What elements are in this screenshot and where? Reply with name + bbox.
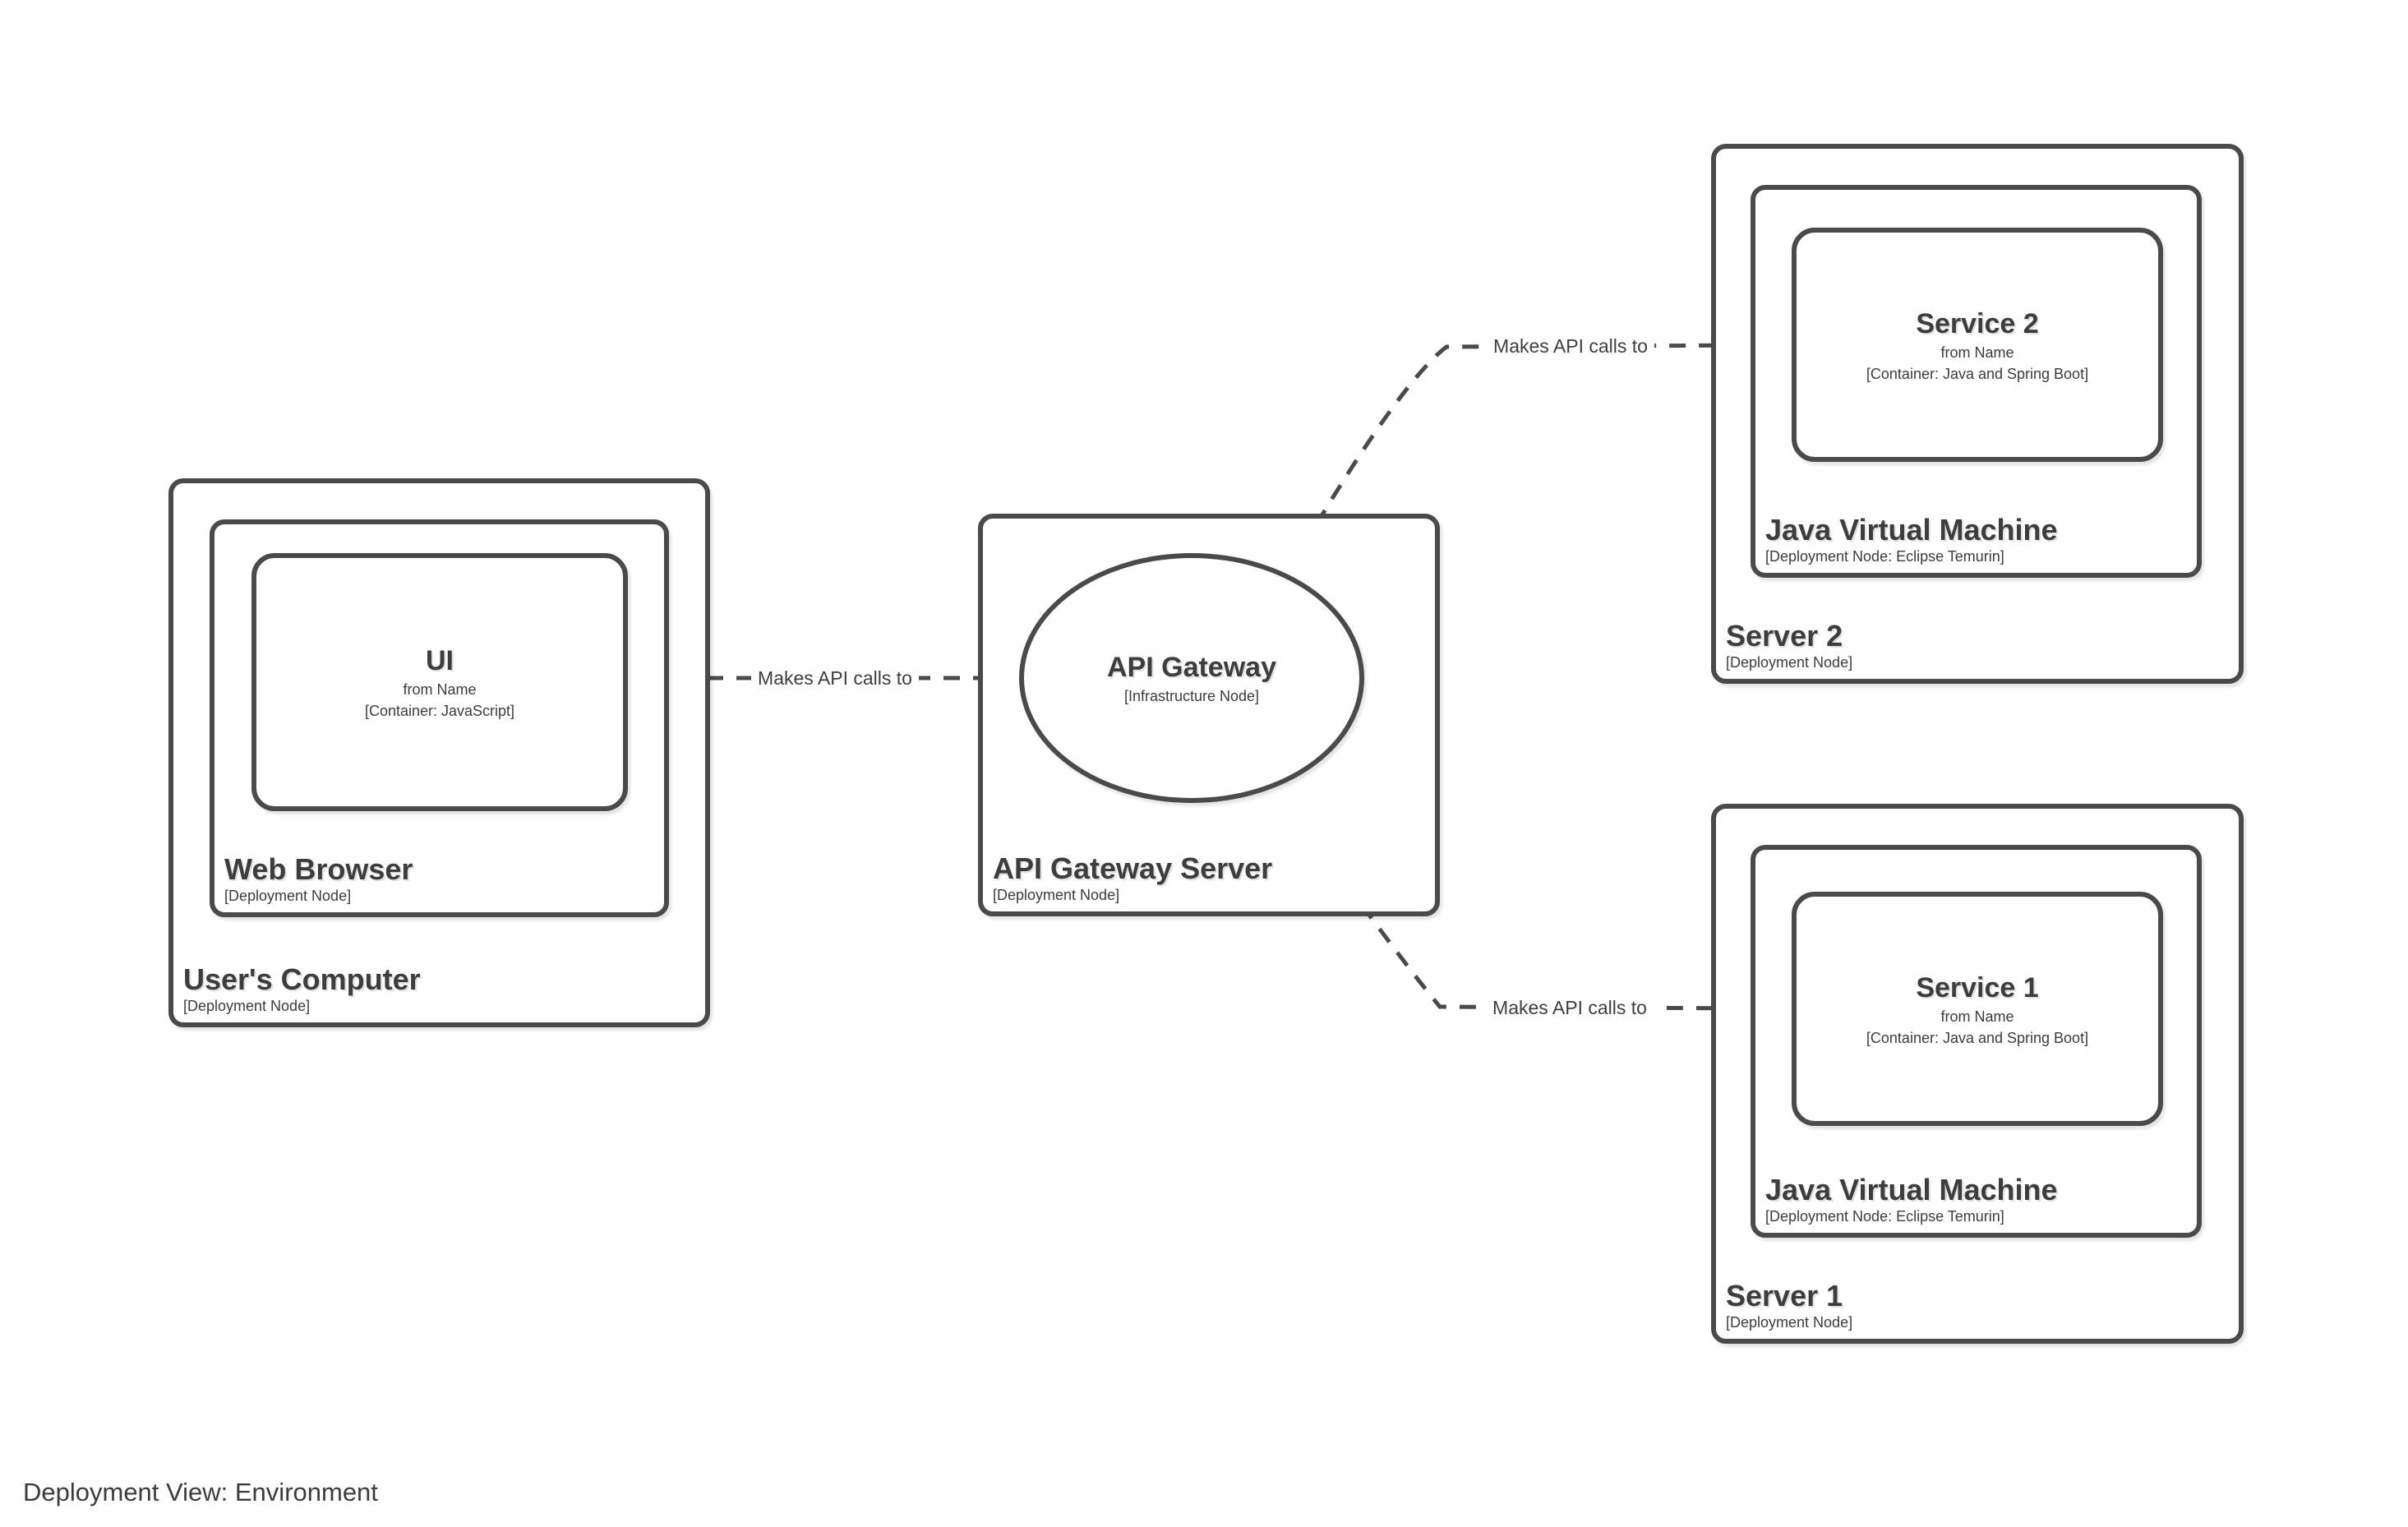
- component-service-2-from: from Name: [1940, 344, 2014, 361]
- infrastructure-node-api-gateway: API Gateway [Infrastructure Node]: [1019, 553, 1364, 803]
- node-users-computer-label: User's Computer [Deployment Node]: [183, 963, 421, 1016]
- node-server-1-meta: [Deployment Node]: [1726, 1314, 1853, 1331]
- component-ui-meta: [Container: JavaScript]: [364, 703, 515, 719]
- node-api-gateway-server-label: API Gateway Server [Deployment Node]: [993, 852, 1272, 905]
- component-service-1: Service 1 from Name [Container: Java and…: [1792, 892, 2163, 1126]
- node-server-1-label: Server 1 [Deployment Node]: [1726, 1280, 1852, 1332]
- component-ui-from: from Name: [403, 681, 477, 698]
- component-ui: UI from Name [Container: JavaScript]: [251, 553, 628, 811]
- node-api-gateway-server-name: API Gateway Server: [993, 851, 1273, 885]
- diagram-caption: Deployment View: Environment: [23, 1478, 378, 1506]
- component-service-1-meta: [Container: Java and Spring Boot]: [1866, 1029, 2089, 1046]
- edge-label-ui-to-api-gateway: Makes API calls to: [751, 667, 919, 690]
- node-server-2-name: Server 2: [1726, 619, 1843, 653]
- node-jvm-1-meta: [Deployment Node: Eclipse Temurin]: [1765, 1208, 2004, 1225]
- component-service-2: Service 2 from Name [Container: Java and…: [1792, 228, 2163, 462]
- node-api-gateway-server-meta: [Deployment Node]: [993, 887, 1120, 903]
- component-service-2-meta: [Container: Java and Spring Boot]: [1866, 365, 2089, 382]
- api-gateway-name: API Gateway: [1107, 652, 1276, 683]
- node-server-2-label: Server 2 [Deployment Node]: [1726, 620, 1852, 672]
- component-ui-name: UI: [426, 645, 454, 676]
- node-web-browser-name: Web Browser: [224, 852, 413, 886]
- node-users-computer-name: User's Computer: [183, 962, 421, 996]
- component-service-2-name: Service 2: [1916, 307, 2039, 339]
- node-jvm-2-label: Java Virtual Machine [Deployment Node: E…: [1765, 514, 2058, 566]
- component-service-1-name: Service 1: [1916, 971, 2039, 1003]
- component-service-1-from: from Name: [1940, 1008, 2014, 1025]
- edge-label-api-gateway-to-service-1: Makes API calls to: [1486, 996, 1654, 1019]
- node-web-browser-meta: [Deployment Node]: [224, 888, 352, 904]
- node-server-1-name: Server 1: [1726, 1279, 1843, 1312]
- node-web-browser-label: Web Browser [Deployment Node]: [224, 853, 413, 906]
- node-jvm-2-name: Java Virtual Machine: [1765, 513, 2058, 547]
- node-jvm-2-meta: [Deployment Node: Eclipse Temurin]: [1765, 548, 2004, 565]
- edge-label-api-gateway-to-service-2: Makes API calls to: [1487, 334, 1654, 358]
- node-jvm-1-name: Java Virtual Machine: [1765, 1173, 2058, 1206]
- node-users-computer-meta: [Deployment Node]: [183, 998, 311, 1014]
- node-server-2-meta: [Deployment Node]: [1726, 654, 1853, 671]
- api-gateway-meta: [Infrastructure Node]: [1123, 688, 1260, 704]
- node-jvm-1-label: Java Virtual Machine [Deployment Node: E…: [1765, 1174, 2058, 1226]
